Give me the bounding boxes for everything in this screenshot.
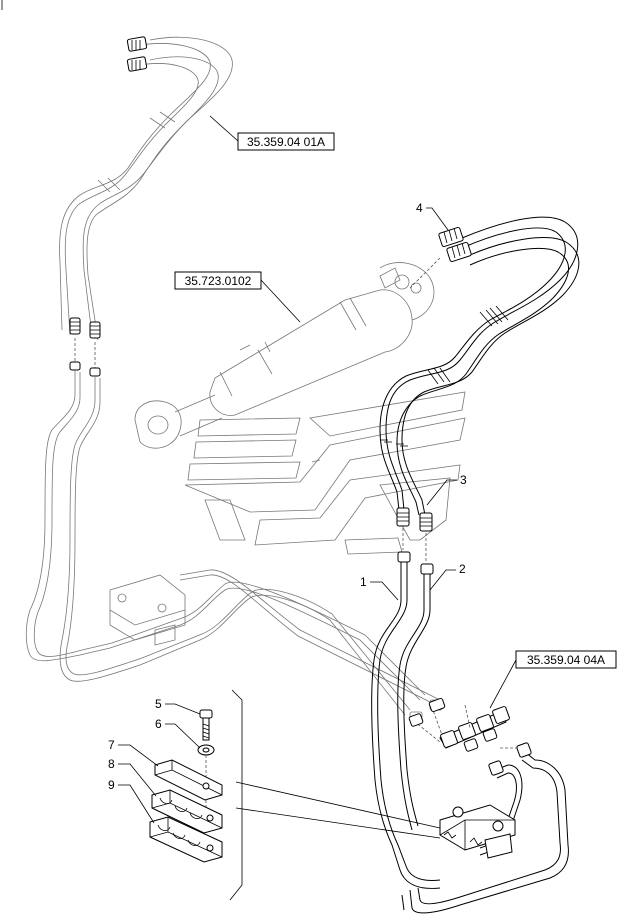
- ref-cylinder[interactable]: 35.723.0102: [174, 271, 301, 323]
- watermark-logo: [184, 391, 466, 555]
- callout-number: 6: [155, 717, 162, 731]
- callout-number: 1: [360, 575, 367, 589]
- callout-3: 3: [426, 473, 467, 506]
- callout-4: 4: [416, 201, 449, 231]
- callout-number: 9: [108, 778, 115, 792]
- ref-hose-assembly-top[interactable]: 35.359.04 01A: [209, 115, 335, 151]
- clamp-half-upper: [151, 789, 223, 834]
- callout-number: 5: [155, 697, 162, 711]
- cylinder-ghost: [134, 262, 435, 449]
- callout-8: 8: [108, 757, 157, 797]
- callout-1: 1: [360, 575, 399, 601]
- clamp-half-lower: [149, 816, 223, 863]
- callout-number: 3: [460, 473, 467, 487]
- callout-2: 2: [429, 562, 466, 591]
- exploded-clamp-parts: [149, 689, 441, 901]
- washer: [197, 744, 215, 756]
- callout-9: 9: [108, 778, 155, 824]
- callout-number: 7: [108, 738, 115, 752]
- hose-fitting-bottom: [396, 507, 433, 562]
- callout-number: 4: [416, 201, 423, 215]
- hose-fitting-top: [438, 226, 472, 263]
- ghost-tube-assembly: [25, 370, 443, 723]
- tube-clamp: [439, 804, 516, 859]
- rigid-tubes: [371, 551, 569, 914]
- ghost-hose-pair-left: [59, 36, 233, 377]
- callout-7: 7: [108, 738, 159, 767]
- clamp-top-plate: [154, 759, 223, 801]
- callout-number: 8: [108, 757, 115, 771]
- callout-number: 2: [459, 562, 466, 576]
- ref-valve-block[interactable]: 35.359.04 04A: [489, 650, 617, 709]
- ref-label: 35.723.0102: [185, 274, 252, 288]
- ref-label: 35.359.04 04A: [527, 653, 605, 667]
- callout-6: 6: [155, 717, 201, 749]
- valve-fittings: [408, 697, 510, 752]
- bolt: [199, 709, 213, 741]
- ref-label: 35.359.04 01A: [247, 135, 325, 149]
- hose-pair-right: [379, 216, 580, 562]
- callout-5: 5: [155, 697, 201, 715]
